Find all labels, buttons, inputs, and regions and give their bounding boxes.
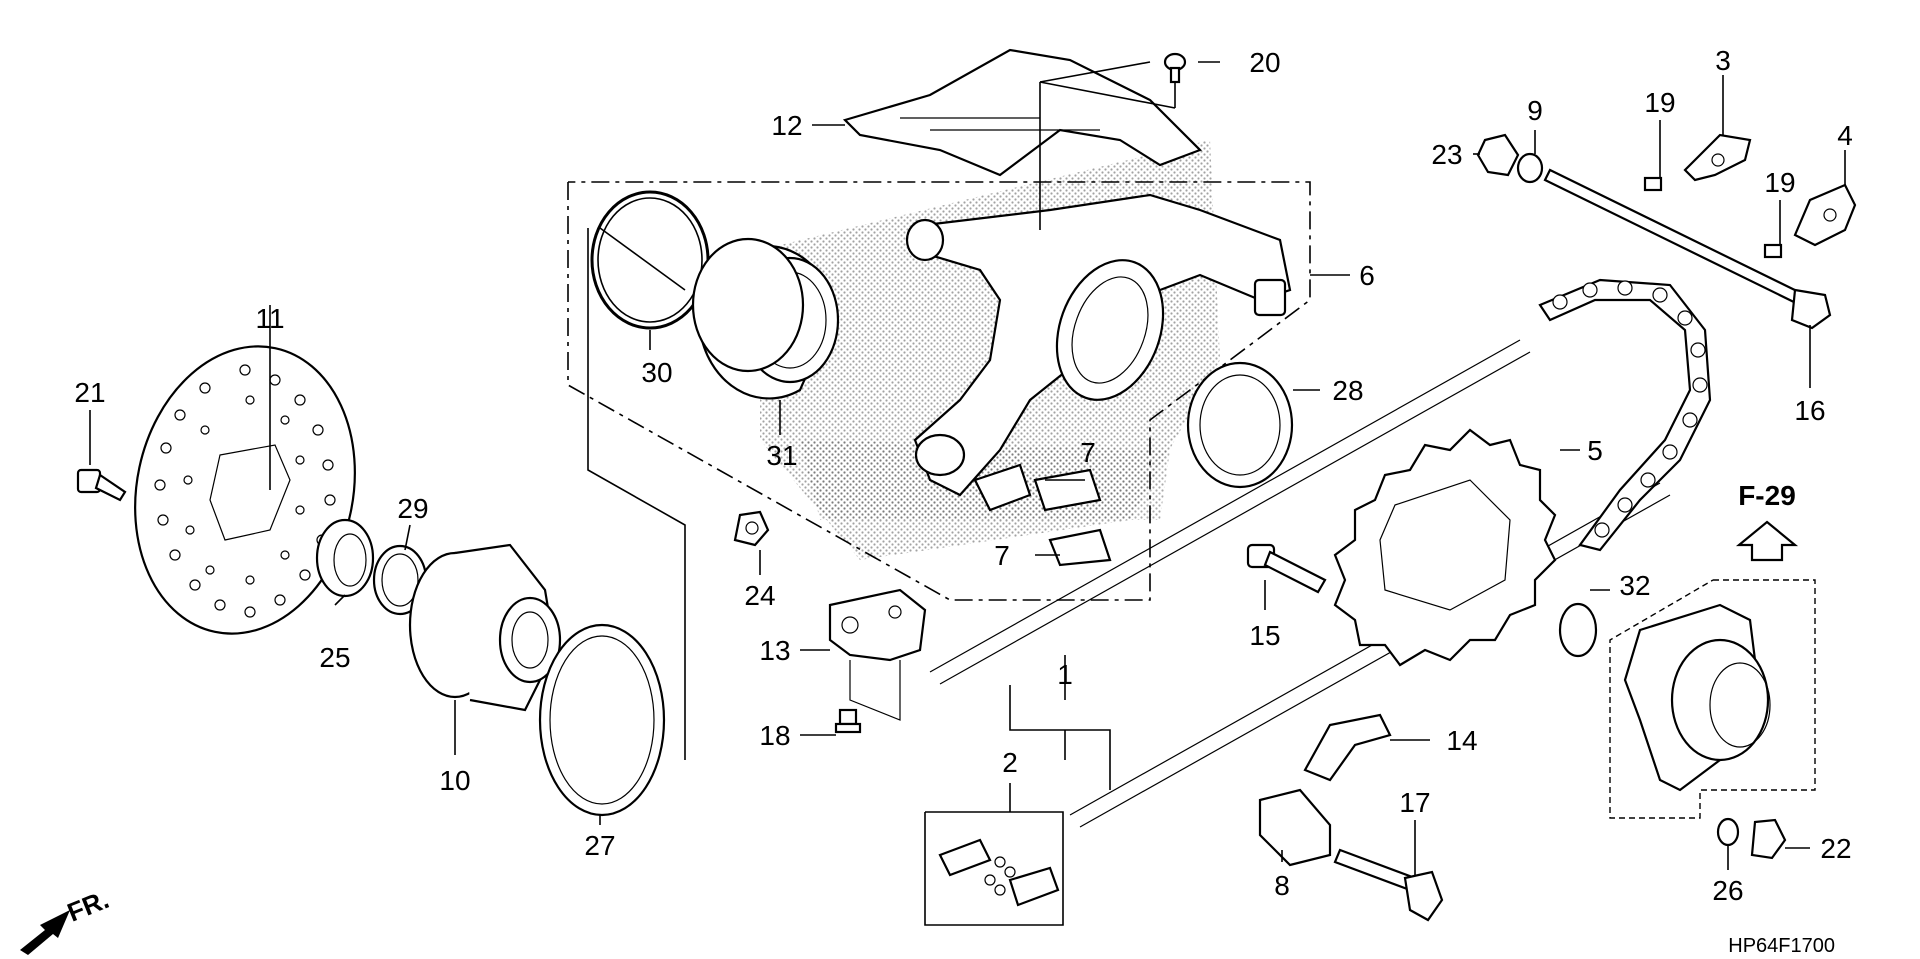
part-label-11: 11 [255, 303, 284, 334]
sprocket-bolt [1246, 543, 1327, 594]
sprocket [1333, 428, 1557, 667]
part-label-6: 6 [1359, 260, 1375, 291]
seal [1186, 361, 1294, 489]
part-label-12: 12 [771, 110, 802, 141]
part-label-7a: 7 [1080, 437, 1096, 468]
part-label-3: 3 [1715, 45, 1731, 76]
part-label-18: 18 [759, 720, 790, 751]
brake-disc [134, 345, 356, 635]
disc-bolt [76, 468, 127, 502]
adjuster-bolt [1333, 848, 1444, 922]
assembly-outlines [567, 181, 1816, 926]
up-arrow-icon [1735, 520, 1799, 562]
driven-flange [1623, 603, 1771, 792]
part-label-14: 14 [1446, 725, 1477, 756]
part-label-24: 24 [744, 580, 775, 611]
part-label-5: 5 [1587, 435, 1603, 466]
part-label-7b: 7 [994, 540, 1010, 571]
hub-seal [315, 518, 375, 598]
part-label-25: 25 [319, 642, 350, 673]
chain-slider [1303, 713, 1392, 782]
part-label-13: 13 [759, 635, 790, 666]
part-label-19a: 19 [1644, 87, 1675, 118]
circlip [590, 190, 710, 330]
part-label-9: 9 [1527, 95, 1543, 126]
rear-axle [1543, 168, 1832, 330]
adjuster-plates [1643, 133, 1857, 259]
part-label-30: 30 [641, 357, 672, 388]
axle-washer-nut [1716, 817, 1787, 860]
drawing-code: HP64F1700 [1728, 935, 1835, 957]
part-label-16: 16 [1794, 395, 1825, 426]
pivot-nut [733, 510, 770, 547]
reference-label: F-29 [1738, 480, 1796, 511]
part-label-26: 26 [1712, 875, 1743, 906]
swingarm [905, 193, 1292, 497]
drive-chain [1538, 278, 1712, 552]
rear-hub [408, 543, 562, 712]
part-label-32: 32 [1619, 570, 1650, 601]
axle-nut-washer [1476, 133, 1544, 184]
part-label-22: 22 [1820, 833, 1851, 864]
cover-screw [1163, 52, 1187, 84]
part-label-4: 4 [1837, 120, 1853, 151]
part-label-27: 27 [584, 830, 615, 861]
bearing [691, 237, 840, 400]
part-label-28: 28 [1332, 375, 1363, 406]
chain-cover [842, 48, 1202, 177]
part-label-21: 21 [74, 377, 105, 408]
part-label-20: 20 [1249, 47, 1280, 78]
part-label-10: 10 [439, 765, 470, 796]
front-direction: FR. [20, 884, 113, 955]
master-link [938, 838, 1060, 907]
part-label-1: 1 [1057, 659, 1073, 690]
leader-lines [89, 61, 1846, 875]
adjuster-block [1258, 788, 1332, 867]
reference-f29: F-29 [1735, 480, 1799, 562]
part-label-29: 29 [397, 493, 428, 524]
part-label-31: 31 [766, 440, 797, 471]
part-labels: 1 2 3 4 5 6 7 7 8 9 10 11 12 13 14 15 16… [74, 45, 1852, 906]
part-label-19b: 19 [1764, 167, 1795, 198]
part-label-8: 8 [1274, 870, 1290, 901]
front-arrow-icon [20, 910, 70, 955]
large-seal [538, 623, 666, 817]
guide-bracket [828, 588, 927, 734]
part-label-2: 2 [1002, 747, 1018, 778]
front-direction-label: FR. [63, 884, 113, 928]
chain-lines [929, 339, 1671, 828]
part-label-23: 23 [1431, 139, 1462, 170]
part-label-17: 17 [1399, 787, 1430, 818]
part-label-15: 15 [1249, 620, 1280, 651]
o-ring [1558, 602, 1598, 658]
